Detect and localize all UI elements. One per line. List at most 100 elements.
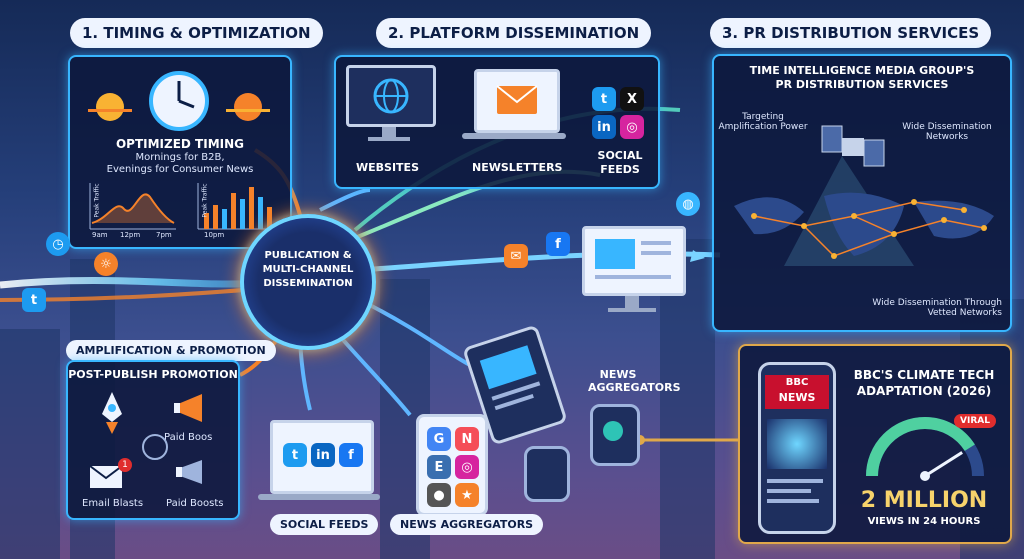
chart1-tick: 7pm <box>156 231 172 239</box>
timing-heading: OPTIMIZED TIMING <box>115 137 245 151</box>
center-line2: MULTI-CHANNEL <box>262 264 354 275</box>
section-title-platform: 2. PLATFORM DISSEMINATION <box>376 18 652 48</box>
chart1-tick: 9am <box>92 231 108 239</box>
watch-app-icon <box>603 421 623 441</box>
center-hub: PUBLICATION & MULTI-CHANNEL DISSEMINATIO… <box>240 214 376 350</box>
social-feeds-label: SOCIAL FEEDS <box>597 149 643 176</box>
amplification-subtitle: POST-PUBLISH PROMOTION <box>68 368 238 381</box>
twitter-icon: t <box>283 443 307 467</box>
twitter-icon: t <box>592 87 616 111</box>
timing-illustration <box>88 71 270 131</box>
news-aggregators-bottom-label: NEWS AGGREGATORS <box>390 514 544 535</box>
gauge-fill <box>866 417 984 477</box>
bbc-news-label: NEWS <box>778 391 816 404</box>
mail-small-icon: ✉ <box>504 244 528 268</box>
chart2-tick: 10pm <box>204 231 225 239</box>
continent <box>734 197 804 235</box>
vetted-label: Wide Dissemination Through Vetted Networ… <box>872 298 1002 318</box>
news-aggregators-right-label: NEWS AGGREGATORS <box>588 368 681 394</box>
bbc-news-banner: BBC NEWS <box>765 375 829 409</box>
sun-small-icon: ☼ <box>94 252 118 276</box>
network-nodes <box>751 199 987 259</box>
social-feeds-bottom-label: SOCIAL FEEDS <box>270 514 379 535</box>
traffic-chart-2 <box>197 183 284 230</box>
instagram-icon: ◎ <box>620 115 644 139</box>
viral-gauge <box>866 417 984 481</box>
pr-panel: TIME INTELLIGENCE MEDIA GROUP'S PR DISTR… <box>712 54 1012 332</box>
building <box>0 329 60 559</box>
wide-networks-label: Wide Dissemination Networks <box>902 122 992 142</box>
pr-heading2: PR DISTRIBUTION SERVICES <box>775 78 949 91</box>
article-thumbnail <box>767 419 827 469</box>
newsletter-laptop <box>474 69 560 133</box>
email-blasts-label: Email Blasts <box>82 498 144 509</box>
chart1-ylabel: Peak Traffic <box>93 183 101 218</box>
aggregator-tablet: G N E ◎ ● ★ <box>416 414 488 516</box>
website-monitor <box>346 65 436 127</box>
chart1-tick: 12pm <box>120 231 141 239</box>
x-icon: X <box>620 87 644 111</box>
globe-small-icon: ◍ <box>676 192 700 216</box>
chart2-ylabel: Peak Traffic <box>201 183 209 218</box>
arrowhead <box>690 250 705 262</box>
floating-tablet <box>462 324 568 446</box>
megaphone-small-icon <box>176 460 202 484</box>
linkedin-icon: in <box>311 443 335 467</box>
timing-line2: Evenings for Consumer News <box>106 164 254 175</box>
apple-news-icon: N <box>455 427 479 451</box>
news-app-icon: E <box>427 455 451 479</box>
timing-panel: OPTIMIZED TIMING Mornings for B2B, Eveni… <box>68 55 292 249</box>
amplification-title: AMPLIFICATION & PROMOTION <box>66 340 276 361</box>
rocket-icon <box>102 392 122 434</box>
world-network-map <box>734 125 994 266</box>
app-icon: ★ <box>455 483 479 507</box>
satellite-panel <box>821 125 843 153</box>
sunset-icon <box>234 93 262 121</box>
views-sub: VIEWS IN 24 HOURS <box>867 516 981 527</box>
section-title-pr: 3. PR DISTRIBUTION SERVICES <box>710 18 992 48</box>
bbc-title1: BBC'S CLIMATE TECH <box>853 368 995 382</box>
paid-boos-label: Paid Boos <box>164 432 213 443</box>
section-title-timing: 1. TIMING & OPTIMIZATION <box>70 18 323 48</box>
targeting-label: Targeting Amplification Power <box>718 112 808 132</box>
bbc-panel: BBC NEWS BBC'S CLIMATE TECH ADAPTATION (… <box>738 344 1012 544</box>
facebook-small-icon: f <box>546 232 570 256</box>
google-icon: G <box>427 427 451 451</box>
bbc-logo: BBC <box>785 377 809 388</box>
sunrise-icon <box>96 93 124 121</box>
phone: BBC NEWS <box>758 362 836 534</box>
websites-label: WEBSITES <box>356 161 419 174</box>
linkedin-icon: in <box>592 115 616 139</box>
article-image <box>595 239 635 269</box>
paid-boosts-label: Paid Boosts <box>166 498 224 509</box>
smartwatch-small <box>524 446 570 502</box>
traffic-chart-1 <box>89 183 176 230</box>
viral-badge: VIRAL <box>954 414 996 428</box>
pr-heading1: TIME INTELLIGENCE MEDIA GROUP'S <box>749 64 975 77</box>
arrow-to-tablet <box>359 298 471 367</box>
continent <box>914 200 994 239</box>
email-count-badge: 1 <box>118 458 132 472</box>
article-monitor <box>582 226 686 296</box>
twitter-small-icon: t <box>22 288 46 312</box>
apple-icon: ● <box>427 483 451 507</box>
satellite-icon <box>842 138 864 156</box>
newsletters-label: NEWSLETTERS <box>472 161 563 174</box>
views-count: 2 MILLION <box>860 488 988 513</box>
gauge-needle <box>924 451 963 478</box>
arrow-to-websites <box>319 188 371 212</box>
center-line1: PUBLICATION & <box>264 250 352 261</box>
traffic-curve <box>91 193 175 224</box>
satellite-panel <box>863 139 885 167</box>
clock-small-icon: ◷ <box>46 232 70 256</box>
social-laptop: t in f <box>270 420 374 494</box>
bbc-title2: ADAPTATION (2026) <box>856 384 992 398</box>
megaphone-icon <box>174 394 202 422</box>
amplification-panel: POST-PUBLISH PROMOTION Paid Boos 1 Email… <box>66 360 240 520</box>
timing-line1: Mornings for B2B, <box>135 152 225 163</box>
facebook-icon: f <box>339 443 363 467</box>
platform-panel: WEBSITES NEWSLETTERS t X in ◎ SOCIAL FEE… <box>334 55 660 189</box>
email-icon <box>89 465 123 488</box>
center-line3: DISSEMINATION <box>263 278 353 289</box>
